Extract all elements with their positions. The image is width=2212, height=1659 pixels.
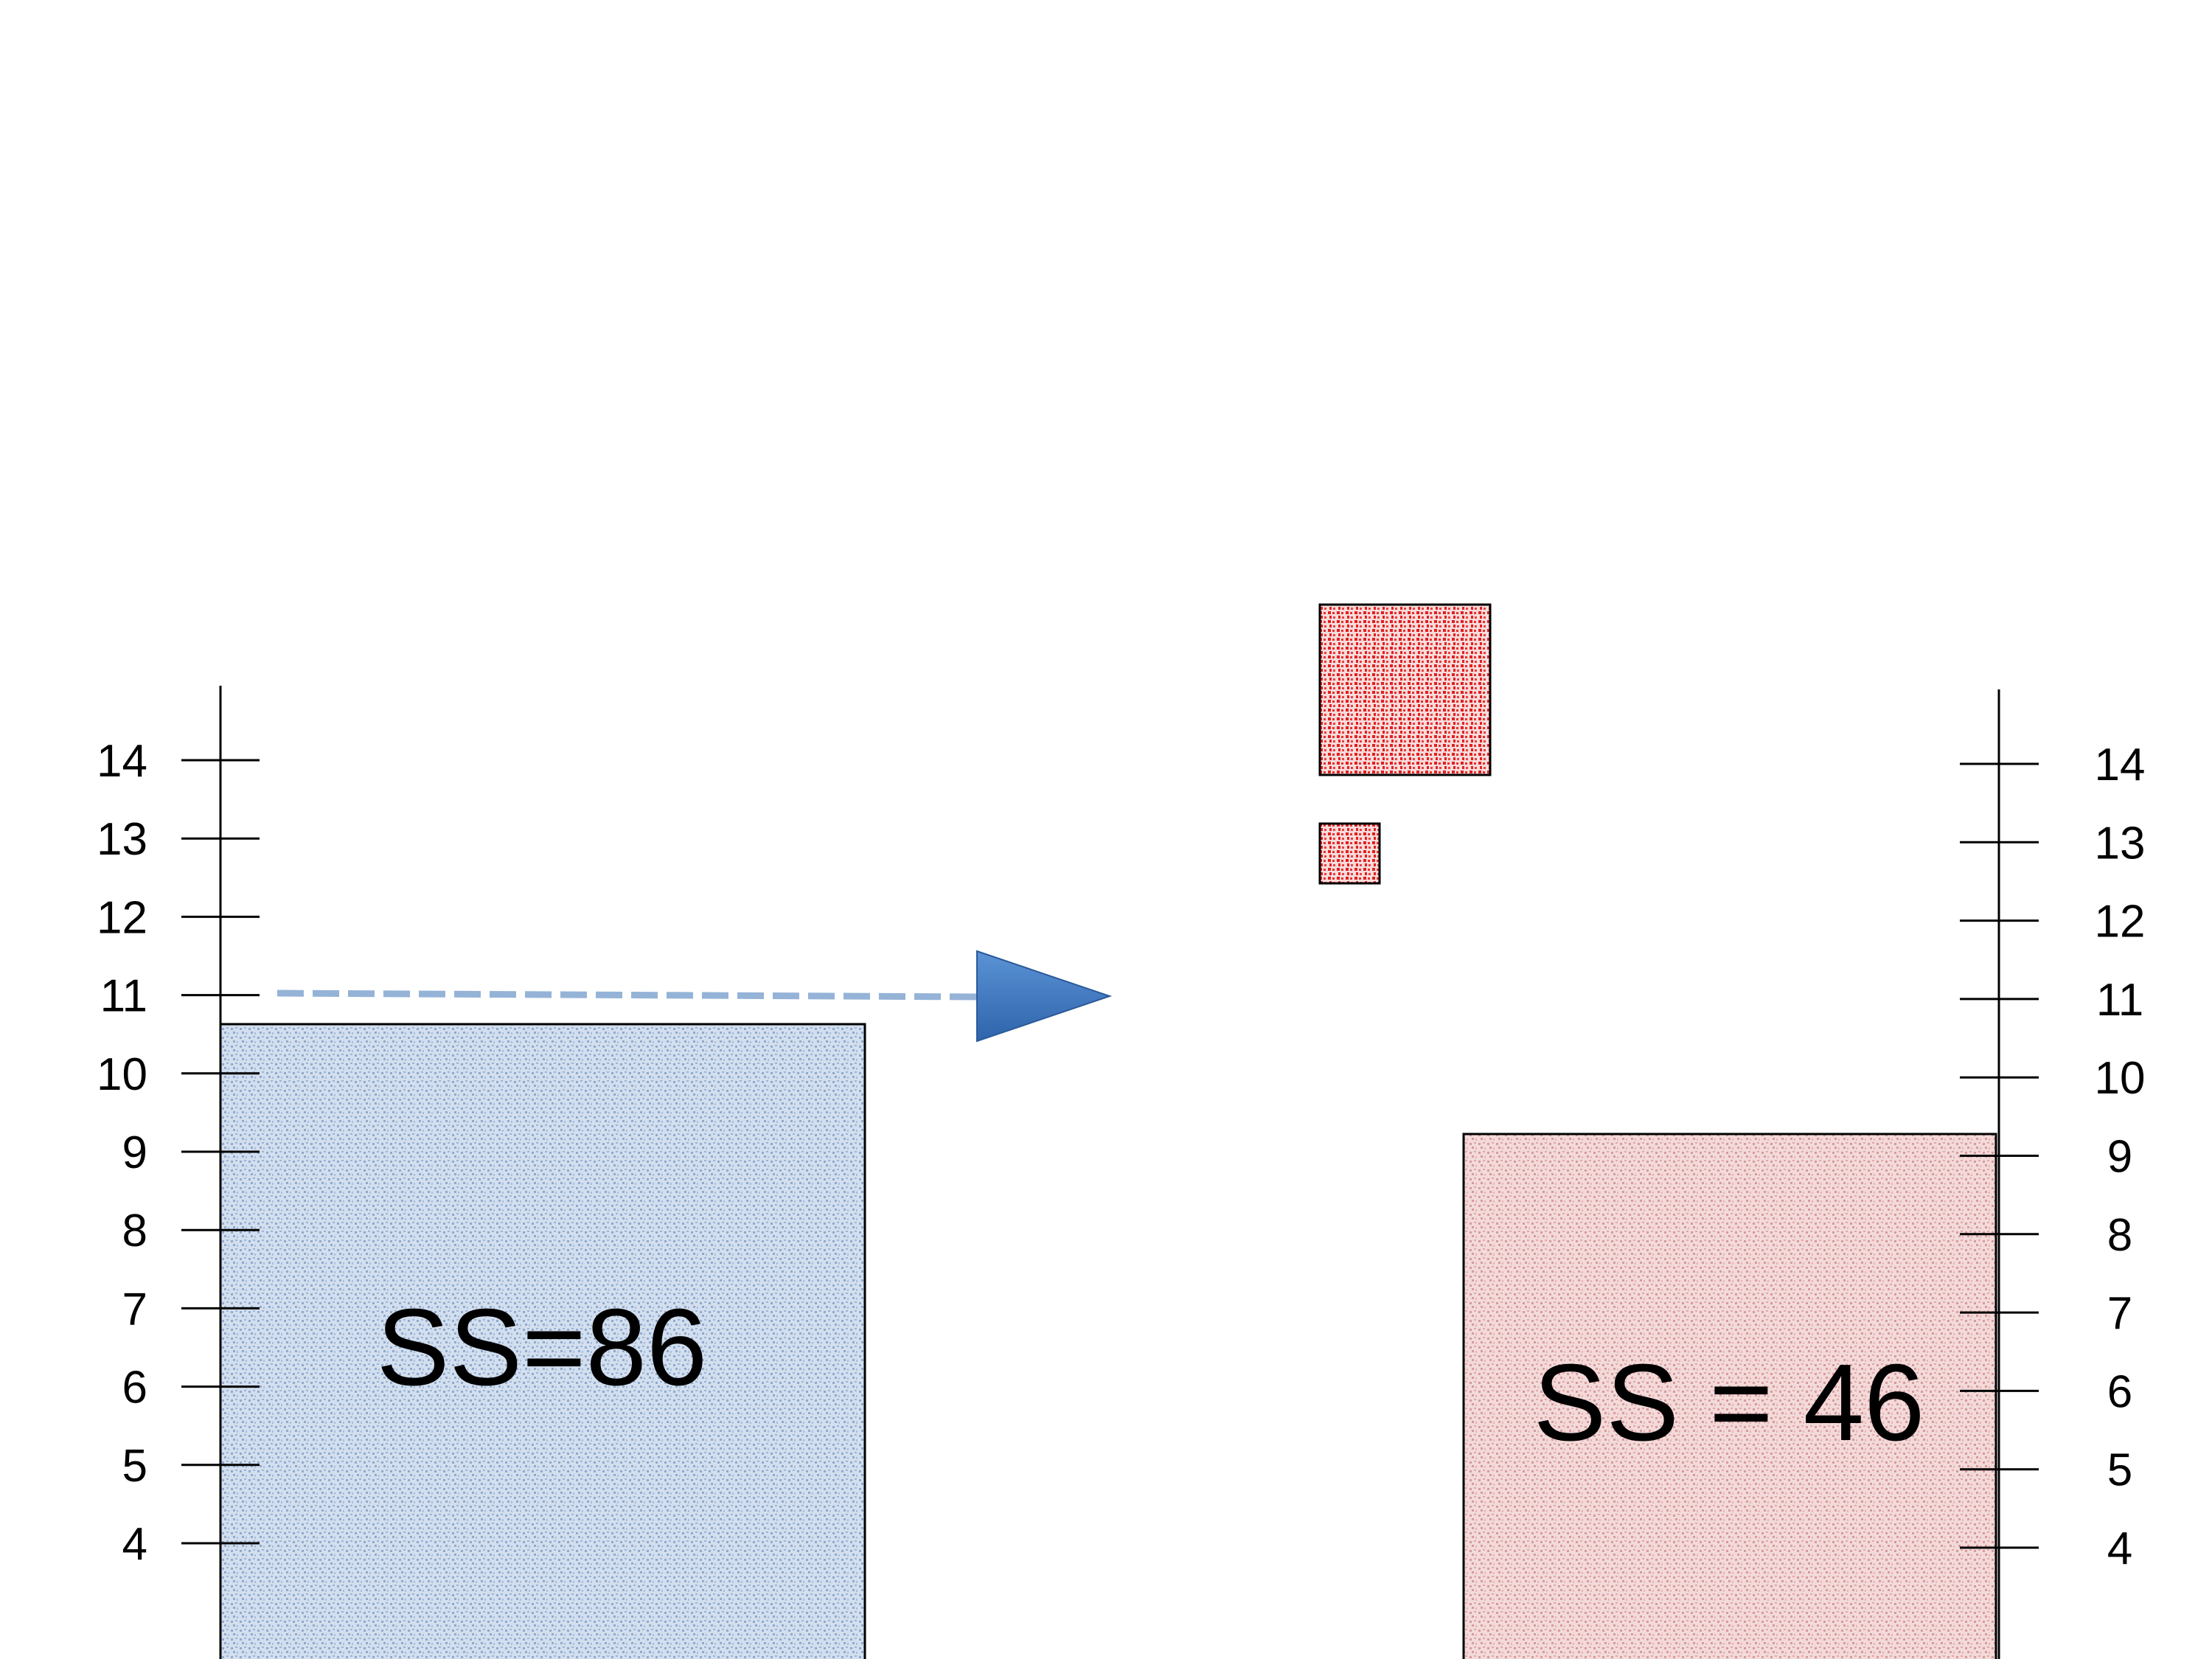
axis-tick-label: 8: [122, 1206, 147, 1256]
dashed-level-line: [276, 990, 981, 1001]
axis-tick-label: 9: [122, 1127, 147, 1178]
axis-tick-label: 9: [2107, 1132, 2132, 1183]
right-axis-ticks: 14 13 12 11 10 9 8 7 6 5 4: [1960, 740, 2145, 1574]
red-squares: [1318, 603, 1492, 885]
axis-tick-label: 12: [2095, 897, 2146, 947]
left-ss-box: [219, 1023, 866, 1659]
axis-tick-label: 6: [2107, 1366, 2132, 1417]
axis-tick-label: 10: [2095, 1053, 2146, 1104]
axis-tick-label: 4: [2107, 1523, 2132, 1574]
axis-tick-label: 7: [2107, 1288, 2132, 1339]
axis-tick-label: 7: [122, 1284, 147, 1335]
left-panel: 14 13 12 11 10 9 8 7 6 5 4 SS=86: [97, 686, 866, 1659]
arrow-head-icon: [976, 950, 1113, 1043]
axis-tick-label: 13: [97, 814, 147, 865]
axis-tick-label: 11: [2096, 975, 2143, 1026]
large-red-square: [1318, 603, 1492, 776]
left-ss-label: SS=86: [377, 1287, 707, 1408]
axis-tick-label: 6: [122, 1363, 147, 1413]
right-ss-box: [1462, 1133, 1997, 1659]
left-axis-ticks: 14 13 12 11 10 9 8 7 6 5 4: [97, 736, 260, 1570]
right-ss-label: SS = 46: [1534, 1342, 1925, 1464]
axis-tick-label: 12: [97, 892, 147, 943]
axis-tick-label: 10: [97, 1049, 147, 1100]
axis-tick-label: 14: [97, 736, 147, 787]
axis-tick-label: 4: [122, 1519, 147, 1570]
axis-tick-label: 5: [2107, 1445, 2132, 1496]
right-panel: 14 13 12 11 10 9 8 7 6 5 4 SS = 46: [1462, 689, 2145, 1659]
axis-tick-label: 5: [122, 1441, 147, 1492]
level-arrow: [276, 950, 1113, 1043]
axis-tick-label: 8: [2107, 1210, 2132, 1261]
axis-tick-label: 14: [2095, 740, 2146, 790]
small-red-square: [1318, 822, 1381, 885]
axis-tick-label: 13: [2095, 818, 2146, 869]
axis-tick-label: 11: [100, 971, 147, 1022]
